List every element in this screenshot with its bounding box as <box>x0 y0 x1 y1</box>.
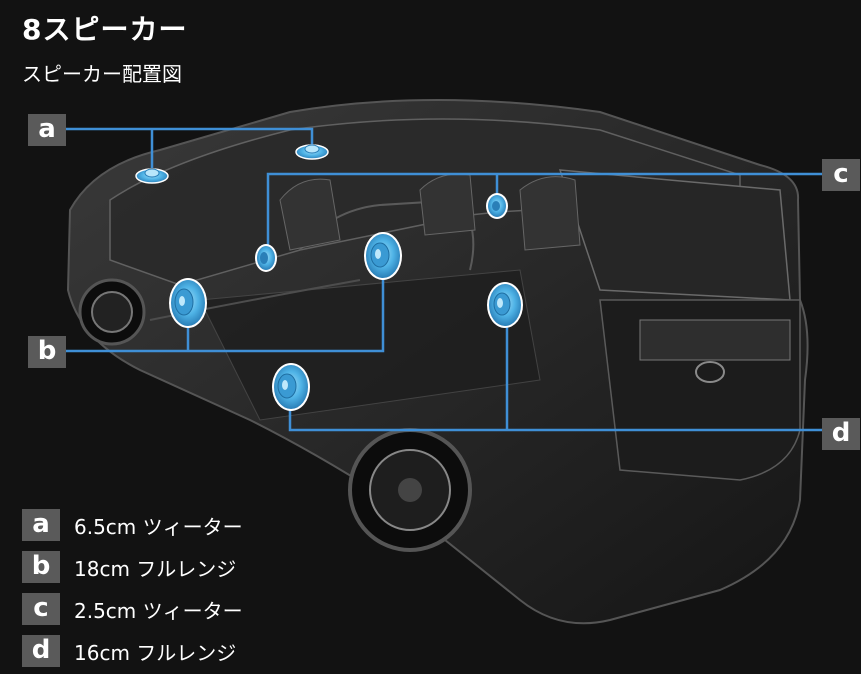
speaker-c-rear <box>486 193 508 219</box>
page-subtitle: スピーカー配置図 <box>22 62 182 86</box>
speaker-b-front-door <box>169 278 207 328</box>
callout-tag-b: b <box>28 336 66 368</box>
legend-tag-a: a <box>22 509 60 541</box>
page-title: 8スピーカー <box>22 13 188 46</box>
speaker-a-left <box>135 168 169 184</box>
legend-label-b: 18cm フルレンジ <box>74 557 237 581</box>
speakers <box>135 144 523 411</box>
speaker-b-rear-door <box>364 232 402 280</box>
callout-line-a <box>66 127 314 150</box>
callout-tag-d: d <box>822 418 860 450</box>
legend-label-c: 2.5cm ツィーター <box>74 599 243 623</box>
speaker-c-front <box>255 244 277 272</box>
legend-tag-d: d <box>22 635 60 667</box>
legend-label-a: 6.5cm ツィーター <box>74 515 243 539</box>
legend-tag-c: c <box>22 593 60 625</box>
speaker-d-slide-door <box>272 363 310 411</box>
callout-tag-c: c <box>822 159 860 191</box>
callout-tag-a: a <box>28 114 66 146</box>
legend-tag-b: b <box>22 551 60 583</box>
legend-label-d: 16cm フルレンジ <box>74 641 237 665</box>
speaker-a-right <box>295 144 329 160</box>
car-body <box>66 99 809 625</box>
callout-lines <box>66 127 822 432</box>
speaker-d-rear-side <box>487 282 523 328</box>
